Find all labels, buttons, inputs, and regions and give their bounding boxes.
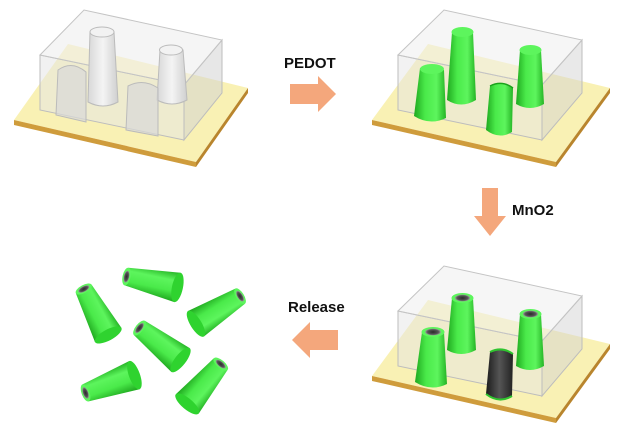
pedot-tube <box>414 64 446 122</box>
panel-template <box>14 9 248 167</box>
substrate-side <box>556 344 610 423</box>
released-tube <box>133 320 191 373</box>
coated-tube <box>415 327 447 388</box>
step-label-release: Release <box>288 299 345 316</box>
arrow-mno2: MnO2 <box>474 188 554 236</box>
step-label-pedot: PEDOT <box>284 55 336 72</box>
panel-mno2 <box>372 265 610 423</box>
coated-tube <box>516 309 544 370</box>
released-tube <box>75 283 122 344</box>
pedot-tube-half <box>486 82 514 136</box>
released-tube <box>80 360 142 402</box>
substrate-front <box>372 120 556 167</box>
arrow-down-icon <box>474 188 506 236</box>
cut-pore <box>125 82 159 137</box>
arrow-left-icon <box>292 322 338 358</box>
panel-pedot <box>372 9 610 167</box>
released-tube <box>175 357 229 415</box>
step-label-mno2: MnO2 <box>512 202 554 219</box>
arrow-release: Release <box>288 299 345 358</box>
released-tube <box>186 288 246 337</box>
coated-tube-half <box>485 348 514 401</box>
substrate-front <box>372 376 556 423</box>
pore <box>87 26 119 107</box>
coated-tube <box>447 293 476 354</box>
panel-released <box>75 267 246 415</box>
substrate-side <box>556 88 610 167</box>
substrate-front <box>14 120 196 167</box>
substrate-side <box>196 88 248 167</box>
arrow-right-icon <box>290 76 336 112</box>
pore <box>156 44 188 105</box>
arrow-pedot: PEDOT <box>284 55 336 112</box>
released-tube <box>122 267 184 303</box>
pedot-tube <box>447 27 476 105</box>
cut-pore <box>55 65 87 123</box>
pedot-tube <box>516 45 544 108</box>
